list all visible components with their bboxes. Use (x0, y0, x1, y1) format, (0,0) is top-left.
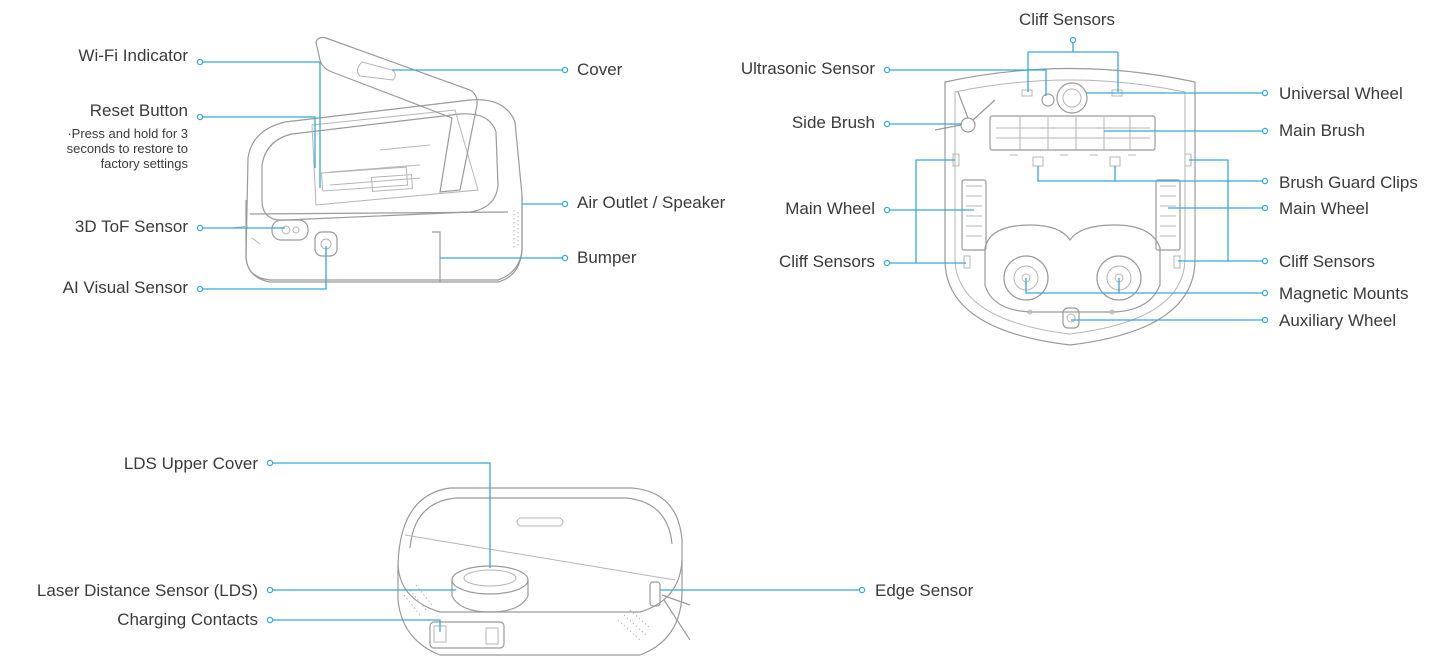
label-main-brush: Main Brush (1279, 121, 1365, 140)
robot-bottom-view-drawing (934, 67, 1196, 346)
label-air-outlet-speaker: Air Outlet / Speaker (577, 193, 726, 212)
robot-top-view-drawing (231, 36, 523, 283)
label-cover: Cover (577, 60, 623, 79)
label-universal-wheel: Universal Wheel (1279, 84, 1403, 103)
label-brush-guard-clips: Brush Guard Clips (1279, 173, 1418, 192)
label-laser-distance-sensor: Laser Distance Sensor (LDS) (36, 581, 258, 600)
label-side-brush: Side Brush (791, 113, 875, 132)
label-reset-button: Reset Button (89, 101, 188, 120)
label-ultrasonic-sensor: Ultrasonic Sensor (740, 59, 875, 78)
label-edge-sensor: Edge Sensor (875, 581, 974, 600)
robot-front-view-drawing (397, 487, 691, 656)
label-reset-button-note: ·Press and hold for 3 seconds to restore… (66, 126, 188, 171)
label-lds-upper-cover: LDS Upper Cover (123, 454, 258, 473)
label-main-wheel-right: Main Wheel (1279, 199, 1369, 218)
label-wifi-indicator: Wi-Fi Indicator (78, 46, 188, 65)
label-ai-visual-sensor: AI Visual Sensor (62, 278, 188, 297)
label-cliff-sensors-right: Cliff Sensors (1279, 252, 1376, 271)
label-3d-tof-sensor: 3D ToF Sensor (74, 217, 188, 236)
label-auxiliary-wheel: Auxiliary Wheel (1279, 311, 1397, 330)
label-charging-contacts: Charging Contacts (117, 610, 258, 629)
label-cliff-sensors-left: Cliff Sensors (778, 252, 875, 271)
label-bumper: Bumper (577, 248, 637, 267)
label-magnetic-mounts: Magnetic Mounts (1279, 284, 1409, 303)
callout-lines (196, 36, 1269, 632)
label-cliff-sensors-top: Cliff Sensors (1019, 10, 1116, 29)
label-main-wheel-left: Main Wheel (785, 199, 875, 218)
